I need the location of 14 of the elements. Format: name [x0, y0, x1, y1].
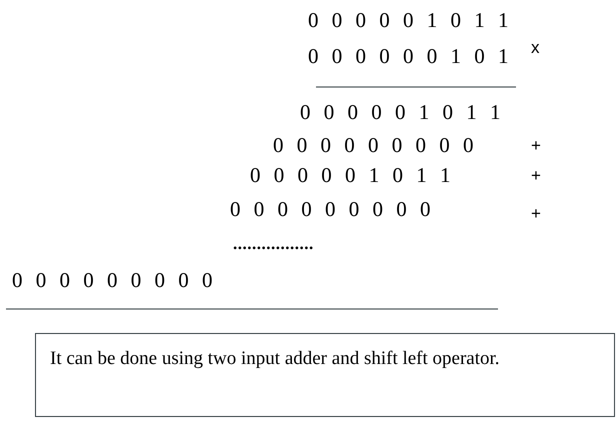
- binary-number: 0 0 0 0 0 0 0 0 0: [273, 133, 474, 157]
- binary-number: 0 0 0 0 0 1 0 1 1: [300, 100, 500, 124]
- binary-number: 0 0 0 0 0 0 0 0 0: [230, 197, 430, 221]
- binary-number: 0 0 0 0 0 1 0 1 1: [308, 8, 508, 32]
- note-box: [35, 333, 615, 417]
- binary-number: 0 0 0 0 0 0 0 0 0: [12, 268, 212, 292]
- binary-number: 0 0 0 0 0 1 0 1 1: [250, 163, 450, 187]
- ellipsis-dots: .................: [233, 233, 314, 255]
- operator-sign: x: [531, 37, 540, 59]
- operator-sign: +: [531, 165, 541, 187]
- note-text: It can be done using two input adder and shift left operator.: [50, 347, 501, 371]
- binary-number: 0 0 0 0 0 0 1 0 1: [308, 44, 508, 68]
- operator-sign: +: [531, 203, 541, 225]
- operator-sign: +: [531, 135, 541, 157]
